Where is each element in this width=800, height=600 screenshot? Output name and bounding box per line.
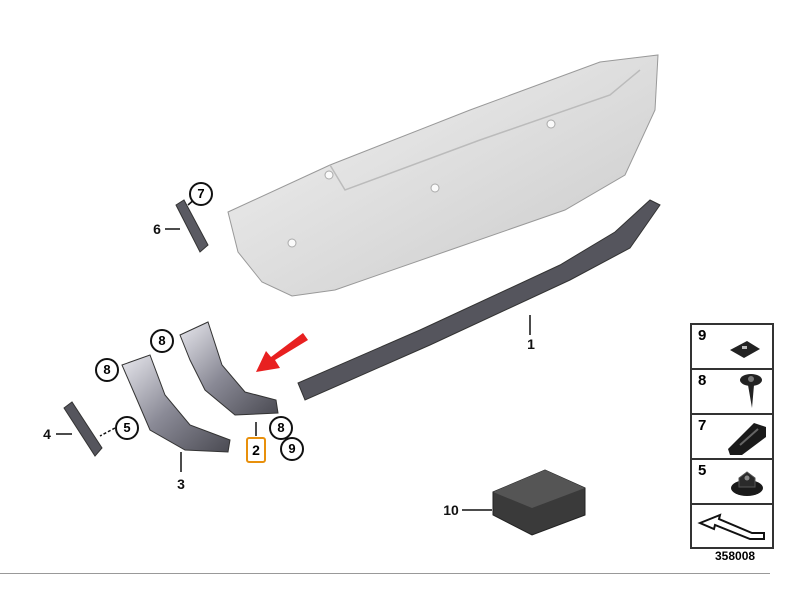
legend-number: 7 (698, 417, 707, 434)
part-3-trim (121, 354, 231, 453)
bottom-divider (0, 573, 770, 574)
legend-item-9[interactable]: 9 (692, 325, 772, 370)
callout-part-3[interactable]: 3 (177, 476, 185, 492)
rail-clip-icon (728, 423, 766, 455)
part-10-box (462, 469, 586, 536)
screw-icon (740, 374, 762, 408)
callout-part-8[interactable]: 8 (150, 329, 174, 353)
callout-part-2-highlighted[interactable]: 2 (246, 437, 266, 463)
legend-number: 9 (698, 327, 707, 344)
small-parts-legend: 9 8 7 5 (690, 323, 774, 549)
callout-part-4[interactable]: 4 (43, 426, 51, 442)
part-4-bracket (56, 401, 103, 457)
legend-item-5[interactable]: 5 (692, 460, 772, 505)
diagram-id-caption: 358008 (715, 549, 756, 563)
part-1-diffuser-strip (297, 199, 661, 401)
callout-part-8[interactable]: 8 (269, 416, 293, 440)
flange-nut-icon (731, 471, 763, 496)
clip-nut-icon (730, 341, 760, 358)
legend-number: 5 (698, 462, 707, 479)
part-6-bracket (165, 197, 209, 253)
arrow-icon (697, 513, 765, 540)
callout-part-10[interactable]: 10 (443, 502, 459, 518)
callout-part-7[interactable]: 7 (189, 182, 213, 206)
callout-part-1[interactable]: 1 (527, 336, 535, 352)
legend-item-8[interactable]: 8 (692, 370, 772, 415)
callout-part-5[interactable]: 5 (115, 416, 139, 440)
rear-bumper (227, 54, 659, 297)
legend-item-arrow[interactable] (692, 505, 772, 547)
legend-item-7[interactable]: 7 (692, 415, 772, 460)
red-pointer-arrow-icon (256, 333, 308, 372)
callout-part-9[interactable]: 9 (280, 437, 304, 461)
callout-part-6[interactable]: 6 (153, 221, 161, 237)
part-2-trim (179, 321, 279, 416)
callout-part-8[interactable]: 8 (95, 358, 119, 382)
legend-number: 8 (698, 372, 707, 389)
